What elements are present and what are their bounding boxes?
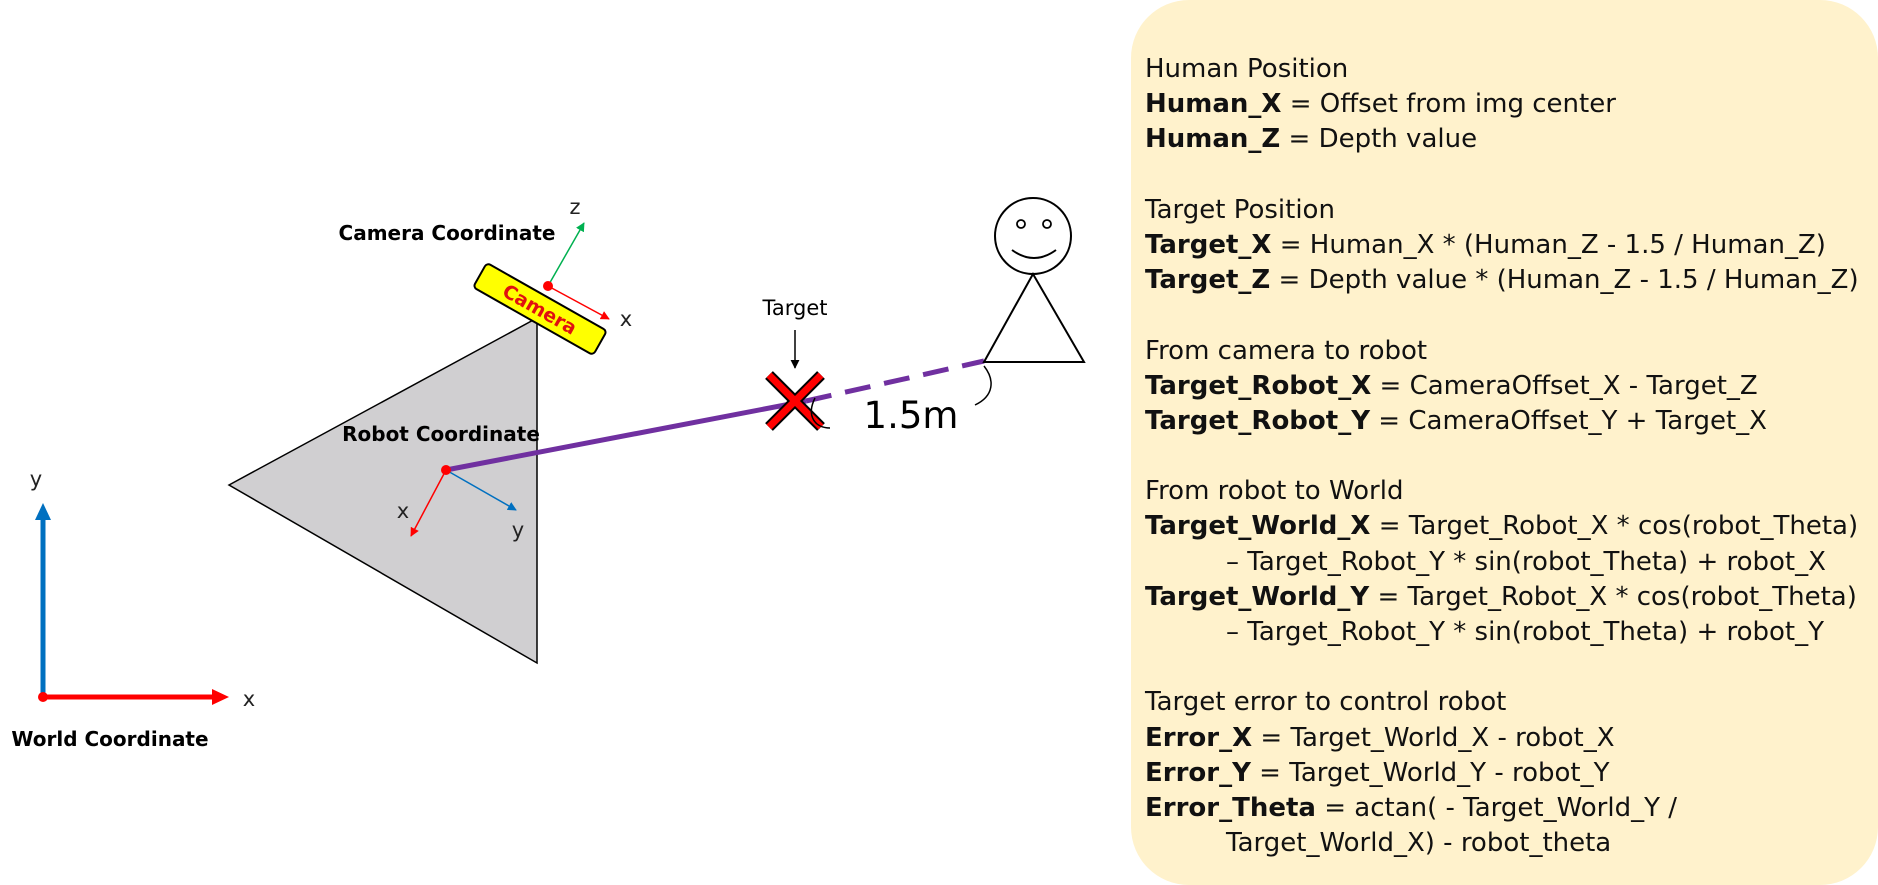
error-theta-continuation: Target_World_X) - robot_theta xyxy=(1226,828,1612,859)
camera-coordinate-label: Camera Coordinate xyxy=(339,221,556,245)
target-world-y-equation: Target_World_Y = Target_Robot_X * cos(ro… xyxy=(1145,580,1878,615)
camera-x-label: x xyxy=(620,307,632,331)
target-world-x-equation: Target_World_X = Target_Robot_X * cos(ro… xyxy=(1145,509,1878,544)
world-y-arrowhead xyxy=(35,503,51,520)
robot-origin-dot xyxy=(441,465,451,475)
target-robot-y-term: Target_Robot_Y xyxy=(1145,405,1371,436)
target-z-equation: Target_Z = Depth value * (Human_Z - 1.5 … xyxy=(1145,263,1878,298)
target-robot-y-equation: Target_Robot_Y = CameraOffset_Y + Target… xyxy=(1145,404,1878,439)
target-world-x-term: Target_World_X xyxy=(1145,511,1371,542)
camera-origin-dot xyxy=(543,281,553,291)
target-x-mark-icon xyxy=(765,371,825,431)
error-x-term: Error_X xyxy=(1145,722,1253,753)
spacer xyxy=(1145,298,1878,333)
target-world-x-continuation: – Target_Robot_Y * sin(robot_Theta) + ro… xyxy=(1226,546,1826,577)
target-x-equation: Target_X = Human_X * (Human_Z - 1.5 / Hu… xyxy=(1145,228,1878,263)
world-y-label: y xyxy=(30,467,42,491)
error-theta-expr: = actan( - Target_World_Y / xyxy=(1315,792,1678,823)
human-heading: Human Position xyxy=(1145,54,1349,84)
robot-coordinate-label: Robot Coordinate xyxy=(342,422,540,446)
spacer xyxy=(1145,650,1878,685)
robot-y-label: y xyxy=(512,518,524,542)
world-coordinate-label: World Coordinate xyxy=(11,727,208,751)
human-stick-figure-icon xyxy=(982,197,1086,363)
target-robot-x-expr: = CameraOffset_X - Target_Z xyxy=(1371,370,1758,401)
target-robot-x-equation: Target_Robot_X = CameraOffset_X - Target… xyxy=(1145,369,1878,404)
camera-z-label: z xyxy=(569,195,580,219)
error-y-equation: Error_Y = Target_World_Y - robot_Y xyxy=(1145,756,1878,791)
camera-z-axis xyxy=(547,222,585,287)
robot-x-label: x xyxy=(397,499,409,523)
camera-x-axis xyxy=(547,285,610,320)
error-heading: Target error to control robot xyxy=(1145,687,1507,718)
target-world-y-expr: = Target_Robot_X * cos(robot_Theta) xyxy=(1369,581,1857,612)
error-theta-term: Error_Theta xyxy=(1145,792,1316,823)
target-to-human-dashed-line xyxy=(805,358,985,404)
target-robot-y-expr: = CameraOffset_Y + Target_X xyxy=(1370,405,1767,436)
world-x-label: x xyxy=(243,687,255,711)
robot-body-triangle xyxy=(227,316,538,665)
target-world-x-expr: = Target_Robot_X * cos(robot_Theta) xyxy=(1370,511,1859,542)
human-x-equation: Human_X = Offset from img center xyxy=(1145,87,1878,122)
human-z-term: Human_Z xyxy=(1145,124,1281,155)
human-z-equation: Human_Z = Depth value xyxy=(1145,122,1878,157)
distance-bracket-right xyxy=(974,365,992,406)
error-y-expr: = Target_World_Y - robot_Y xyxy=(1250,757,1610,788)
distance-label: 1.5m xyxy=(864,394,959,437)
distance-bracket-left xyxy=(810,397,831,429)
world-origin-dot xyxy=(38,692,48,702)
target-world-y-term: Target_World_Y xyxy=(1145,581,1370,612)
target-robot-x-term: Target_Robot_X xyxy=(1145,370,1372,401)
robot-y-axis xyxy=(445,469,517,511)
robot-x-axis xyxy=(410,469,447,537)
camera-to-robot-heading: From camera to robot xyxy=(1145,335,1428,366)
robot-to-target-line xyxy=(445,398,807,473)
human-x-expr: = Offset from img center xyxy=(1281,89,1616,120)
error-y-term: Error_Y xyxy=(1145,757,1251,788)
target-x-term: Target_X xyxy=(1145,229,1272,260)
target-world-y-continuation: – Target_Robot_Y * sin(robot_Theta) + ro… xyxy=(1226,617,1824,647)
target-z-term: Target_Z xyxy=(1145,265,1271,296)
target-label: Target xyxy=(762,296,828,320)
target-x-expr: = Human_X * (Human_Z - 1.5 / Human_Z) xyxy=(1271,229,1826,260)
error-x-equation: Error_X = Target_World_X - robot_X xyxy=(1145,721,1878,756)
world-x-arrowhead xyxy=(212,689,229,705)
target-z-expr: = Depth value * (Human_Z - 1.5 / Human_Z… xyxy=(1270,265,1859,296)
spacer xyxy=(1145,439,1878,474)
human-x-term: Human_X xyxy=(1145,89,1282,120)
robot-to-world-heading: From robot to World xyxy=(1145,476,1404,507)
equations-panel: Human Position Human_X = Offset from img… xyxy=(1131,0,1878,885)
spacer xyxy=(1145,158,1878,193)
error-x-expr: = Target_World_X - robot_X xyxy=(1252,722,1615,753)
error-theta-equation: Error_Theta = actan( - Target_World_Y / xyxy=(1145,791,1878,826)
human-z-expr: = Depth value xyxy=(1280,124,1478,155)
target-heading: Target Position xyxy=(1145,194,1335,225)
